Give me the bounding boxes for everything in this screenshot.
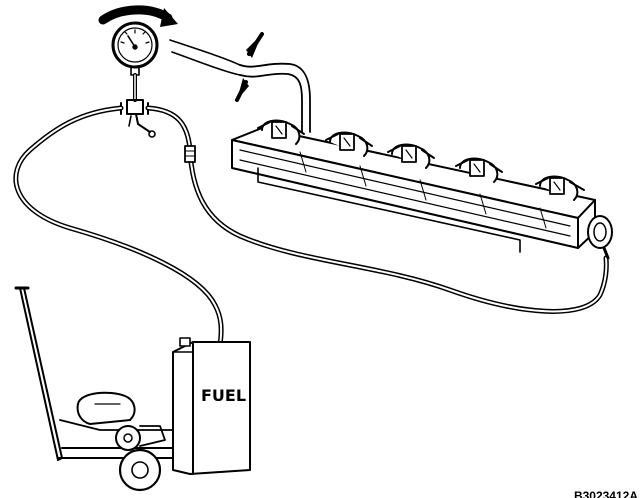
- injector-4: [455, 157, 503, 183]
- fuel-tank-label: FUEL: [201, 386, 247, 405]
- injectors: [257, 119, 585, 201]
- injector-3: [387, 143, 435, 169]
- injector-5: [535, 175, 585, 201]
- fuel-tank: [172, 337, 251, 475]
- tee-fitting: [120, 99, 156, 138]
- injector-1: [257, 119, 305, 145]
- inlet-hose-pinched: [169, 32, 311, 133]
- hand-truck: [14, 286, 174, 492]
- figure-id: B3023412A: [573, 489, 638, 498]
- fuel-rail: [231, 127, 613, 260]
- hose-tank-to-tee: [13, 105, 224, 348]
- pressure-gauge: [98, 5, 178, 102]
- hose-rail-to-tee: [145, 105, 609, 314]
- injector-2: [325, 131, 373, 157]
